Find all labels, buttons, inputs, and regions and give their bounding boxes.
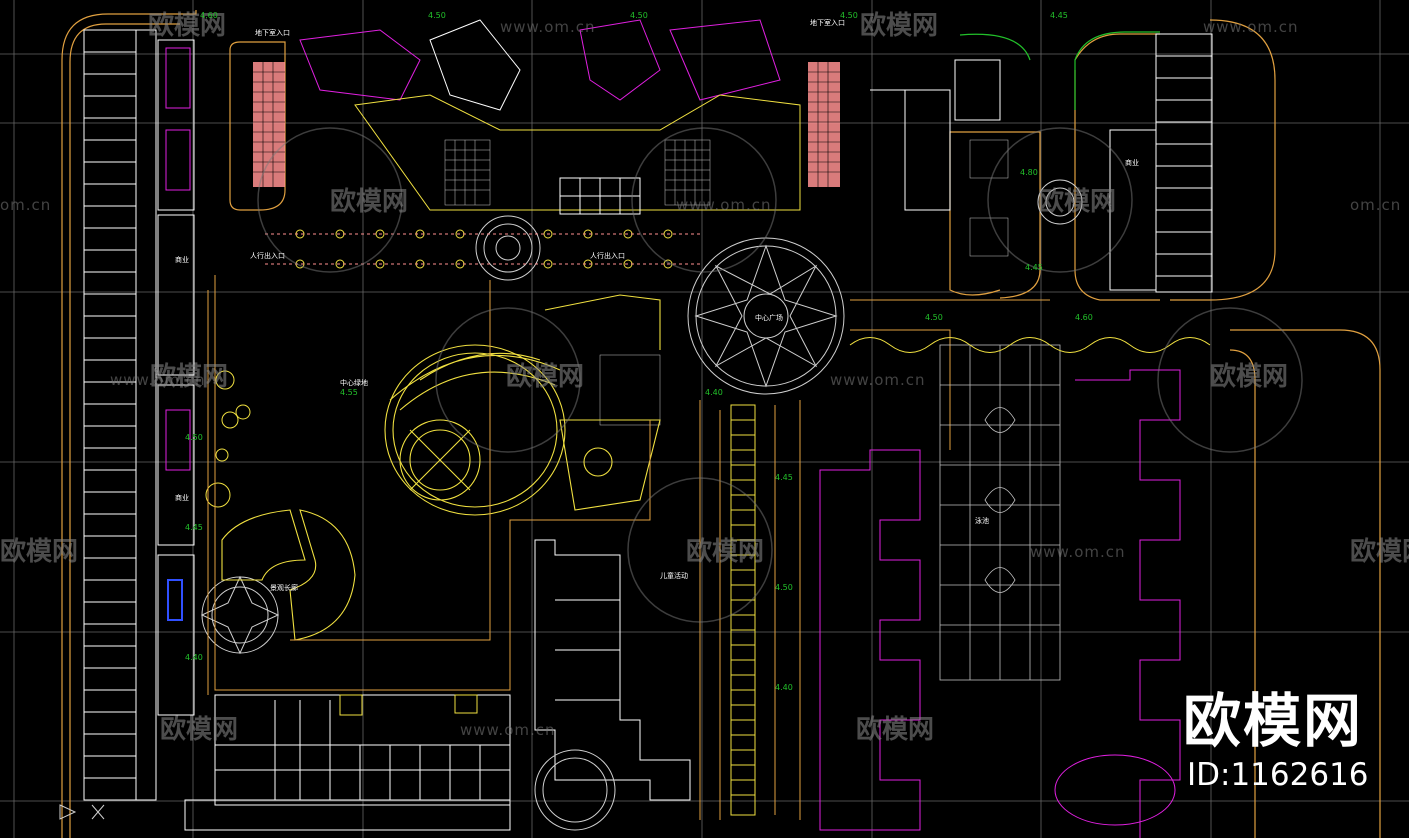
- label-commercial: 商业: [1125, 158, 1139, 167]
- label-commercial: 商业: [175, 493, 189, 502]
- label-landscape-gallery: 景观长廊: [270, 583, 298, 592]
- top-right-buildings: [870, 33, 1213, 293]
- dimension-label: 4.50: [840, 11, 858, 20]
- watermark-text: www.om.cn: [110, 371, 206, 389]
- label-child-play: 儿童活动: [660, 571, 688, 580]
- watermark-text: www.om.cn: [830, 371, 926, 389]
- dimension-label: 4.45: [1025, 263, 1043, 272]
- landscape-trellis: [939, 344, 1061, 681]
- watermark-id-label: ID:1162616: [1187, 757, 1369, 793]
- dimension-label: 4.50: [185, 433, 203, 442]
- internal-road: [265, 233, 700, 265]
- watermark-brand: 欧模网: [1350, 536, 1409, 567]
- watermark-brand: 欧模网: [856, 714, 934, 745]
- watermark-text: www.om.cn: [1030, 543, 1126, 561]
- dimension-label: 4.50: [925, 313, 943, 322]
- north-wing-buildings: [299, 19, 801, 215]
- pink-paving-grid: [253, 62, 840, 187]
- internal-paths: [207, 275, 1050, 820]
- watermark-brand: 欧模网: [506, 361, 584, 392]
- round-feature: [200, 179, 1083, 655]
- dimension-label: 4.50: [630, 11, 648, 20]
- watermark-brand-large: 欧模网: [1183, 687, 1364, 755]
- watermark-brand: 欧模网: [160, 714, 238, 745]
- watermark-brand: 欧模网: [0, 536, 78, 567]
- watermark-brand: 欧模网: [148, 10, 226, 41]
- label-swimming-pool: 泳池: [975, 516, 989, 525]
- central-plaza: [687, 237, 845, 395]
- right-residential: [819, 369, 1181, 838]
- watermark-text: www.om.cn: [1203, 18, 1299, 36]
- bottom-commercial-buildings: [184, 694, 511, 831]
- parking-strip: [730, 404, 776, 816]
- watermark-text: www.om.cn: [500, 18, 596, 36]
- watermark-logo-icon: [257, 127, 1303, 623]
- watermark-text: www.om.cn: [676, 196, 772, 214]
- central-lawn: [221, 294, 661, 641]
- bottom-circle-feature: [534, 749, 616, 831]
- north-arrow-icon: [59, 804, 105, 820]
- left-terrace-buildings: [83, 29, 195, 801]
- label-pedestrian-entry-left: 人行出入口: [250, 251, 285, 260]
- pathway-markers: [205, 229, 673, 508]
- label-basement-entry-right: 地下室入口: [810, 18, 845, 27]
- label-central-lawn: 中心绿地: [340, 378, 368, 387]
- paving-squares: [444, 139, 1009, 426]
- watermark-layer: om.cn www.om.cn om.cn www.om.cn www.om.c…: [0, 10, 1409, 745]
- watermark-text: om.cn: [1350, 196, 1401, 214]
- label-commercial: 商业: [175, 255, 189, 264]
- site-boundary: [61, 10, 1381, 838]
- label-pedestrian-entry-right: 人行出入口: [590, 251, 625, 260]
- label-central-plaza: 中心广场: [755, 313, 783, 322]
- watermark-brand: 欧模网: [1038, 186, 1116, 217]
- pink-paving: [253, 62, 840, 187]
- watermark-brand: 欧模网: [1210, 361, 1288, 392]
- dimension-label: 4.40: [775, 683, 793, 692]
- watermark-brand: 欧模网: [330, 186, 408, 217]
- dimension-label: 4.55: [340, 388, 358, 397]
- watermark-text: om.cn: [0, 196, 51, 214]
- dimension-label: 4.60: [1075, 313, 1093, 322]
- dimension-label: 4.45: [775, 473, 793, 482]
- dimension-label: 4.60: [200, 11, 218, 20]
- dimension-label: 4.45: [1050, 11, 1068, 20]
- dimension-label: 4.50: [775, 583, 793, 592]
- dimension-label: 4.40: [185, 653, 203, 662]
- label-basement-entry-left: 地下室入口: [255, 28, 290, 37]
- green-edges: [959, 31, 1160, 110]
- watermark-brand: 欧模网: [150, 361, 228, 392]
- watermark-text: www.om.cn: [460, 721, 556, 739]
- watermark-brand: 欧模网: [686, 536, 764, 567]
- dimension-label: 4.45: [185, 523, 203, 532]
- dimension-labels: 4.50 4.60 4.50 4.45 4.50 4.80 4.45 4.60 …: [185, 11, 1093, 692]
- mid-building: [534, 539, 691, 801]
- plan-labels: 地下室入口 地下室入口 人行出入口 人行出入口 中心广场 中心绿地 儿童活动 景…: [175, 18, 1139, 592]
- watermark-brand: 欧模网: [860, 10, 938, 41]
- dimension-label: 4.80: [1020, 168, 1038, 177]
- wavy-boundary: [849, 337, 1211, 353]
- dimension-label: 4.40: [705, 388, 723, 397]
- dimension-label: 4.50: [428, 11, 446, 20]
